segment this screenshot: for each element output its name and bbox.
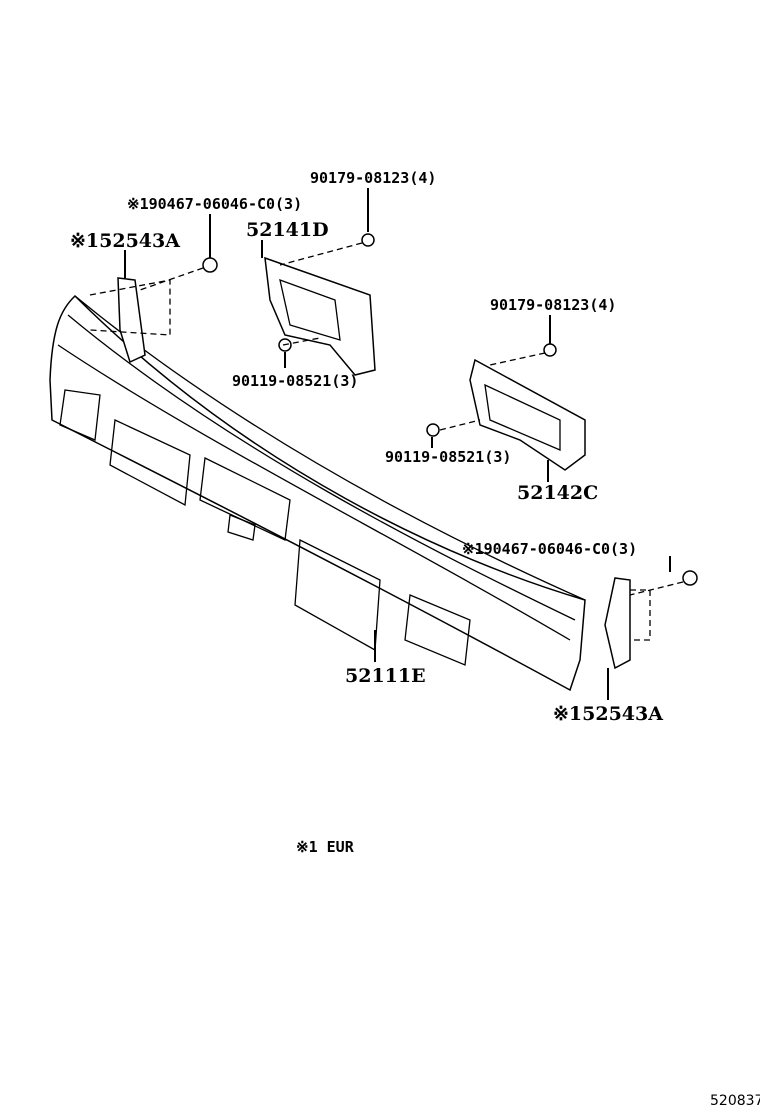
figure-id: 520837 (710, 1093, 760, 1109)
front-bumper (49, 294, 586, 692)
bracket-52142c (469, 358, 586, 471)
label-bracket-right: 52142C (517, 482, 598, 504)
pad-right (604, 577, 631, 670)
pad-left (117, 277, 146, 364)
label-bolt-right: 90119-08521(3) (385, 448, 511, 466)
nut-icon (543, 343, 557, 357)
label-bolt-left: 90119-08521(3) (232, 372, 358, 390)
bolt-icon (426, 423, 440, 437)
label-nut-top: 90179-08123(4) (310, 169, 436, 187)
label-clip-right: ※190467-06046-C0(3) (462, 540, 637, 558)
nut-icon (361, 233, 375, 247)
label-pad-left: ※152543A (70, 230, 180, 252)
bracket-52141d (264, 256, 376, 376)
label-bracket-left: 52141D (246, 219, 329, 241)
label-clip-left: ※190467-06046-C0(3) (127, 195, 302, 213)
clip-icon (202, 257, 218, 273)
label-pad-right: ※152543A (553, 703, 663, 725)
label-nut-right: 90179-08123(4) (490, 296, 616, 314)
footnote: ※1 EUR (296, 838, 355, 856)
label-bumper: 52111E (345, 665, 426, 687)
clip-icon (682, 570, 698, 586)
